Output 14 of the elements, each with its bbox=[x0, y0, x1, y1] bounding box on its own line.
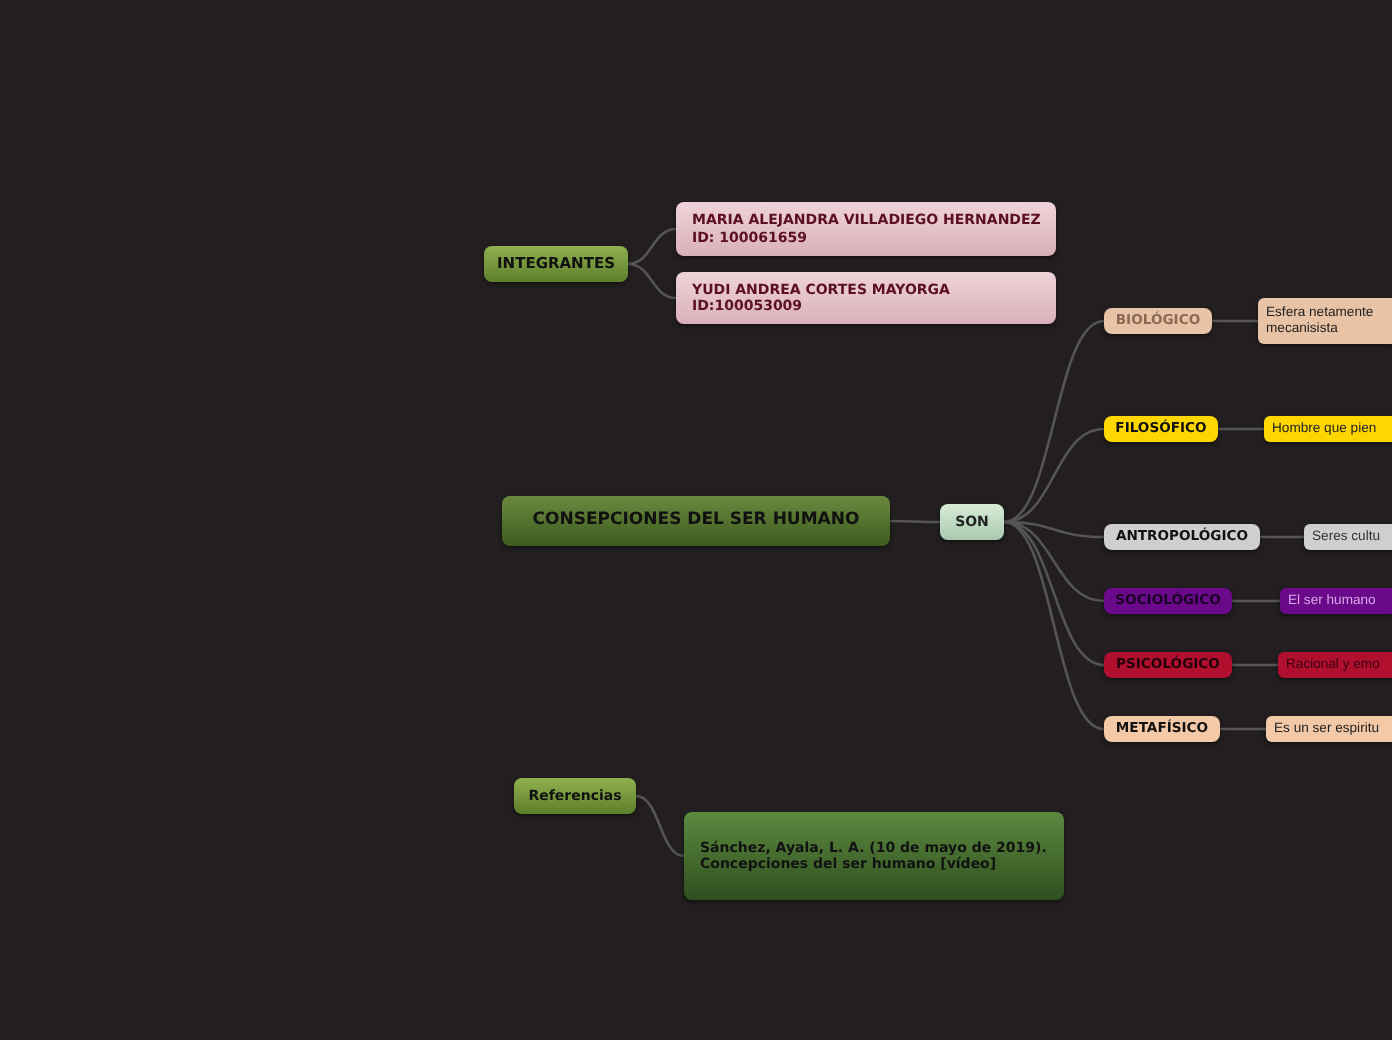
connector-line bbox=[635, 794, 685, 858]
connector-line bbox=[1212, 319, 1258, 323]
connector-line bbox=[1260, 535, 1304, 539]
connector-line bbox=[1220, 727, 1266, 731]
connector-line bbox=[627, 227, 677, 266]
connector-line bbox=[627, 262, 677, 300]
connector-line bbox=[1218, 427, 1264, 431]
central-topic-box: CONSEPCIONES DEL SER HUMANO bbox=[502, 496, 890, 546]
connector-line bbox=[1003, 520, 1105, 667]
connector-line bbox=[1003, 520, 1105, 731]
connector-line bbox=[890, 519, 940, 524]
connector-line bbox=[1232, 599, 1280, 603]
connector-line bbox=[1003, 427, 1105, 524]
connector-line bbox=[1232, 663, 1278, 667]
